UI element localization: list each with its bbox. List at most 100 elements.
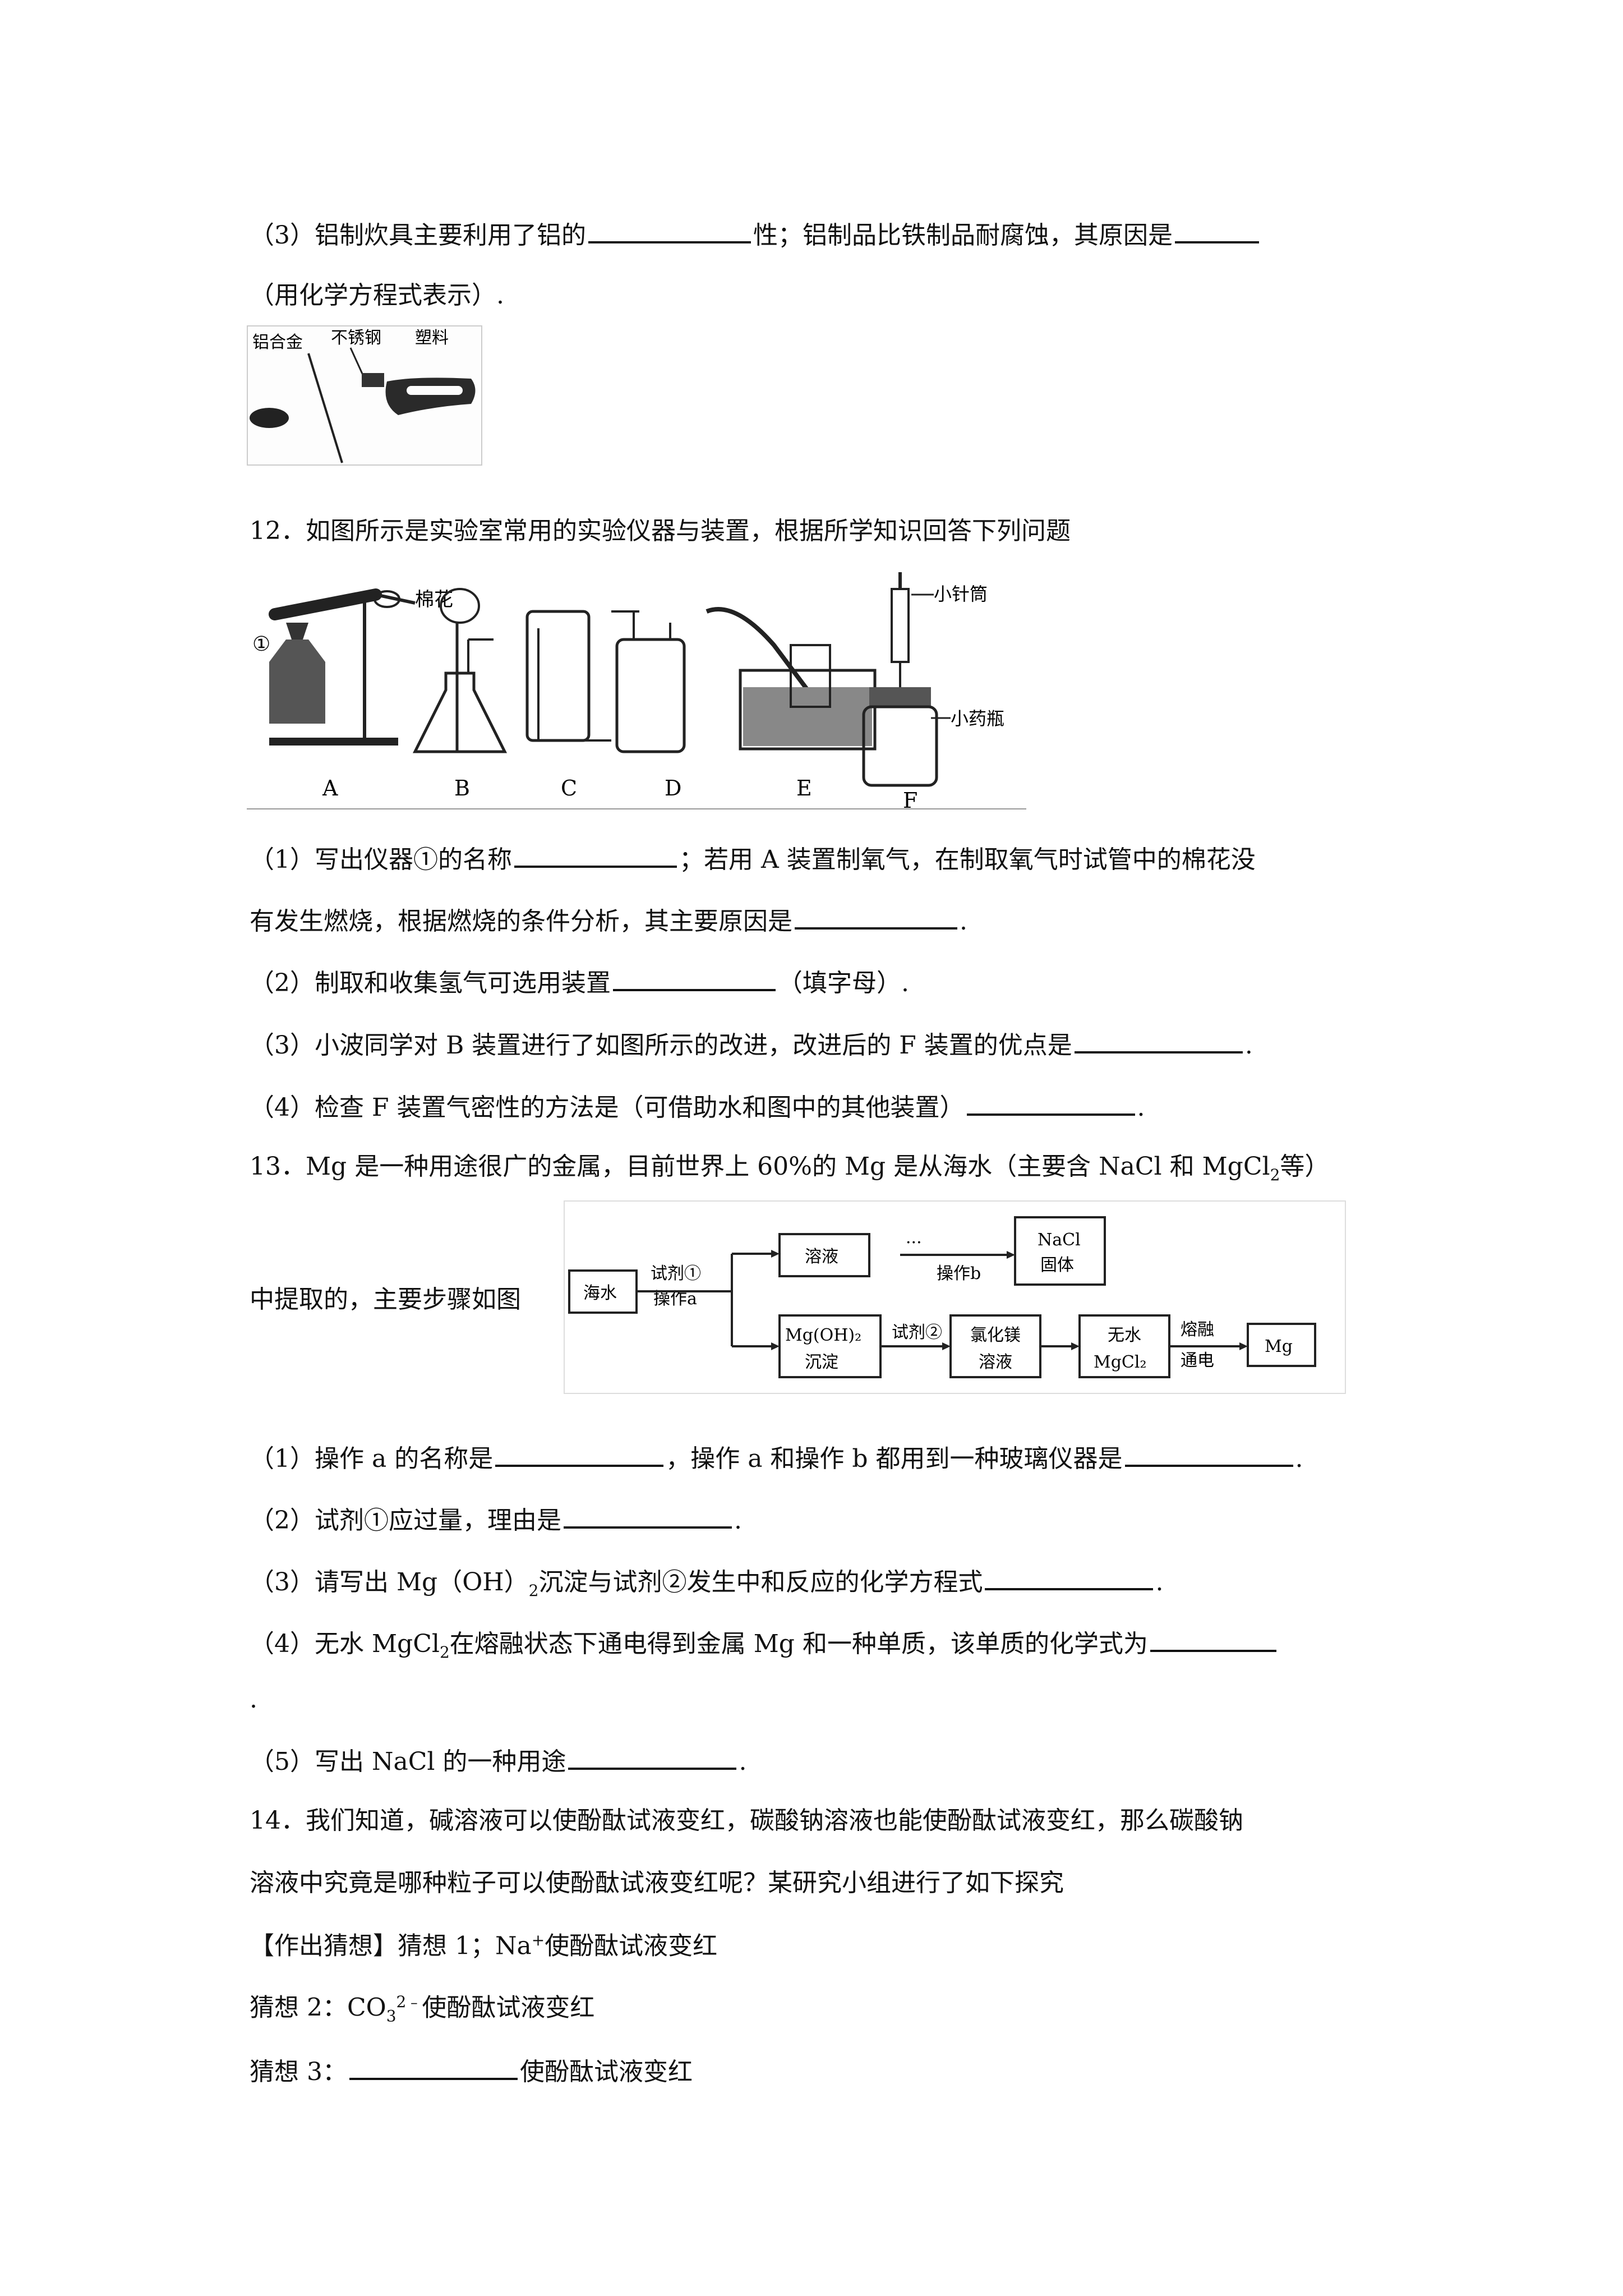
q14-guess2-text-a: 猜想 2：CO (250, 1993, 386, 2022)
q11-part3-text-b: 性；铝制品比铁制品耐腐蚀，其原因是 (753, 221, 1173, 250)
q11-cookware-figure: 铝合金 不锈钢 塑料 (247, 325, 482, 466)
q12-part1-line2: 有发生燃烧，根据燃烧的条件分析，其主要原因是. (250, 906, 967, 936)
q13-part3-blank[interactable] (985, 1567, 1154, 1590)
q13-part2-text: （2）试剂①应过量，理由是 (250, 1506, 561, 1535)
text-anhyd-2: MgCl₂ (1094, 1352, 1147, 1372)
text-mgcl2sol-1: 氯化镁 (970, 1326, 1021, 1345)
q11-fig-label-plastic: 塑料 (415, 328, 449, 348)
q12-part1-text-b: ；若用 A 装置制氧气，在制取氧气时试管中的棉花没 (679, 845, 1256, 874)
text-mgoh2-1: Mg(OH)₂ (785, 1326, 861, 1345)
q13-part5-blank[interactable] (568, 1746, 737, 1770)
q12-stem: 12．如图所示是实验室常用的实验仪器与装置，根据所学知识回答下列问题 (250, 517, 1071, 545)
label-syringe: 小针筒 (934, 583, 988, 605)
q12-part2: （2）制取和收集氢气可选用装置 （填字母）. (250, 968, 909, 996)
q13-part1-blank-2[interactable] (1124, 1443, 1293, 1467)
text-mg: Mg (1265, 1337, 1293, 1356)
letter-d: D (665, 776, 681, 800)
letter-c: C (561, 776, 577, 800)
q11-fig-label-alloy: 铝合金 (252, 333, 303, 352)
q14-guess3-blank[interactable] (349, 2056, 518, 2080)
q14-stem-line1: 14．我们知道，碱溶液可以使酚酞试液变红，碳酸钠溶液也能使酚酞试液变红，那么碳酸… (250, 1806, 1243, 1835)
apparatus-a: ① 棉花 (252, 588, 453, 746)
text-reagent1: 试剂① (651, 1264, 701, 1283)
q11-part3-blank-2[interactable] (1175, 220, 1259, 243)
q12-part1-blank-2[interactable] (795, 906, 957, 930)
label-circle-1: ① (252, 633, 270, 656)
box-solution (778, 1233, 870, 1277)
text-nacl-2: 固体 (1040, 1255, 1074, 1275)
q13-stem-line1: 13．Mg 是一种用途很广的金属，目前世界上 60%的 Mg 是从海水（主要含 … (250, 1152, 1330, 1184)
q13-part4-end: . (250, 1685, 257, 1714)
q13-part5-text: （5）写出 NaCl 的一种用途 (250, 1747, 566, 1776)
q12-part1-line1: （1）写出仪器①的名称 ；若用 A 装置制氧气，在制取氧气时试管中的棉花没 (250, 844, 1256, 872)
q12-part4-text: （4）检查 F 装置气密性的方法是（可借助水和图中的其他装置） (250, 1093, 965, 1122)
q11-part3-line2: （用化学方程式表示）. (250, 281, 504, 310)
text-op-b: 操作b (937, 1264, 981, 1283)
text-melt-2: 通电 (1181, 1351, 1214, 1370)
q14-stem-line2: 溶液中究竟是哪种粒子可以使酚酞试液变红呢？某研究小组进行了如下探究 (250, 1869, 1064, 1897)
q13-part1-blank-1[interactable] (495, 1443, 664, 1467)
q12-part1-text-a: （1）写出仪器①的名称 (250, 845, 512, 874)
text-dots: ··· (906, 1233, 922, 1253)
text-seawater: 海水 (583, 1283, 617, 1303)
text-solution: 溶液 (805, 1247, 838, 1267)
q12-part2-text-b: （填字母）. (778, 969, 909, 997)
apparatus-b (412, 588, 508, 753)
q12-apparatus-figure: ① 棉花 (247, 561, 1026, 811)
q13-stem-text-a: 13．Mg 是一种用途很广的金属，目前世界上 60%的 Mg 是从海水（主要含 … (250, 1152, 1270, 1181)
q11-part3-line1: （3）铝制炊具主要利用了铝的 性；铝制品比铁制品耐腐蚀，其原因是 (250, 220, 1261, 248)
letter-f: F (903, 788, 917, 811)
q12-part3: （3）小波同学对 B 装置进行了如图所示的改进，改进后的 F 装置的优点是. (250, 1030, 1253, 1060)
q12-part4: （4）检查 F 装置气密性的方法是（可借助水和图中的其他装置）. (250, 1092, 1145, 1122)
q14-guess2-text-b: 使酚酞试液变红 (422, 1993, 595, 2022)
q14-guess2: 猜想 2：CO32﹣使酚酞试液变红 (250, 1993, 595, 2026)
box-nacl (1014, 1216, 1106, 1286)
q13-stem-line2: 中提取的，主要步骤如图 (250, 1285, 521, 1314)
q13-part4-text-b: 在熔融状态下通电得到金属 Mg 和一种单质，该单质的化学式为 (449, 1630, 1148, 1658)
q12-part2-blank[interactable] (613, 968, 776, 991)
text-nacl-1: NaCl (1038, 1230, 1081, 1250)
q12-part1-blank-1[interactable] (514, 844, 677, 868)
q13-part4-blank[interactable] (1150, 1628, 1276, 1652)
q11-part3-blank-1[interactable] (588, 220, 751, 243)
q13-part3-text-b: 沉淀与试剂②发生中和反应的化学方程式 (538, 1568, 983, 1596)
text-melt-1: 熔融 (1181, 1320, 1214, 1340)
q14-guess1-text-a: 【作出猜想】猜想 1；Na (250, 1931, 532, 1961)
q11-fig-label-steel: 不锈钢 (331, 328, 381, 348)
q13-part4-text-a: （4）无水 MgCl (250, 1630, 440, 1658)
q12-part3-text: （3）小波同学对 B 装置进行了如图所示的改进，改进后的 F 装置的优点是 (250, 1031, 1072, 1060)
q12-part4-blank[interactable] (966, 1092, 1135, 1116)
q13-part1: （1）操作 a 的名称是，操作 a 和操作 b 都用到一种玻璃仪器是. (250, 1443, 1303, 1473)
apparatus-f: 小针筒 小药瓶 (862, 572, 1004, 787)
q12-part2-text-a: （2）制取和收集氢气可选用装置 (250, 969, 611, 997)
q12-part1-text-c: 有发生燃烧，根据燃烧的条件分析，其主要原因是 (250, 907, 792, 936)
apparatus-e (706, 607, 877, 751)
q13-part4: （4）无水 MgCl2在熔融状态下通电得到金属 Mg 和一种单质，该单质的化学式… (250, 1628, 1279, 1660)
q13-part2: （2）试剂①应过量，理由是. (250, 1505, 742, 1535)
q13-part3: （3）请写出 Mg（OH）2沉淀与试剂②发生中和反应的化学方程式. (250, 1567, 1164, 1600)
q13-part1-text-a: （1）操作 a 的名称是 (250, 1444, 494, 1473)
q14-guess1: 【作出猜想】猜想 1；Na+使酚酞试液变红 (250, 1931, 718, 1961)
q13-part3-text-a: （3）请写出 Mg（OH） (250, 1568, 529, 1596)
text-anhyd-1: 无水 (1108, 1326, 1141, 1345)
text-mgoh2-2: 沉淀 (805, 1352, 838, 1372)
q13-part1-text-b: ，操作 a 和操作 b 都用到一种玻璃仪器是 (666, 1444, 1123, 1473)
box-mg (1247, 1323, 1316, 1367)
q14-guess3-text-a: 猜想 3： (250, 2058, 347, 2086)
label-bottle: 小药瓶 (951, 708, 1004, 729)
apparatus-c (525, 610, 611, 742)
letter-b: B (454, 776, 470, 800)
text-reagent2: 试剂② (892, 1323, 942, 1342)
text-mgcl2sol-2: 溶液 (979, 1352, 1012, 1372)
q14-guess1-text-b: 使酚酞试液变红 (545, 1931, 718, 1961)
letter-a: A (322, 776, 338, 800)
apparatus-d (611, 610, 686, 753)
q12-part3-blank[interactable] (1074, 1030, 1243, 1053)
letter-e: E (796, 776, 812, 800)
q11-part3-text-a: （3）铝制炊具主要利用了铝的 (250, 221, 586, 250)
q13-part2-blank[interactable] (564, 1505, 732, 1529)
q13-flowchart: 海水 试剂① 操作a 溶液 ··· 操作b NaCl 固体 Mg(OH)₂ 沉淀… (564, 1200, 1346, 1394)
q14-guess3: 猜想 3：使酚酞试液变红 (250, 2056, 693, 2085)
q13-stem-text-b: 等） (1280, 1152, 1330, 1181)
q13-part5: （5）写出 NaCl 的一种用途. (250, 1746, 747, 1776)
